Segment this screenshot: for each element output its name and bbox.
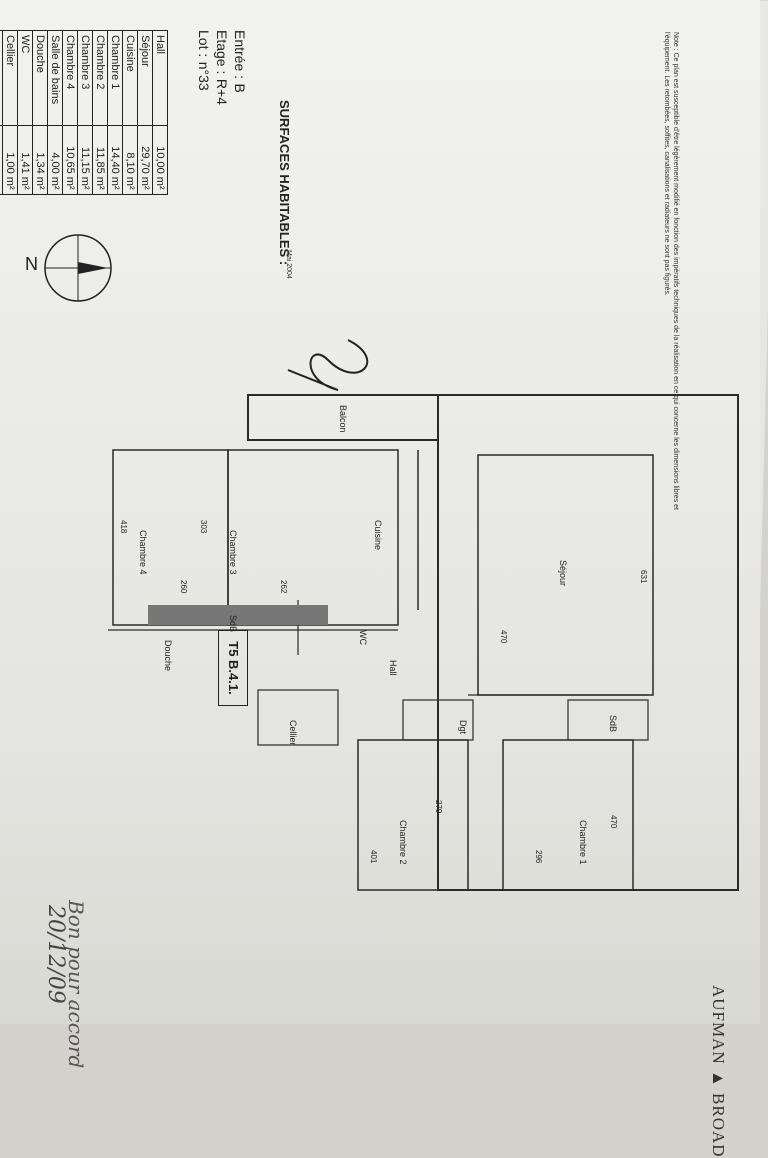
etage-label: Etage : bbox=[214, 30, 230, 75]
surface-value: 14,40 m² bbox=[107, 125, 123, 195]
room-chambre-4: Chambre 4 bbox=[138, 530, 148, 575]
surface-label: Dégagements bbox=[0, 30, 3, 126]
surface-label: Séjour bbox=[137, 30, 153, 126]
room-hall: Hall bbox=[388, 660, 398, 676]
document-date: Mai 2004 bbox=[285, 250, 292, 279]
surface-label: Cuisine bbox=[122, 30, 138, 126]
floor-plan-document: AUFMAN ▲ BROAD bbox=[0, 30, 739, 1158]
surface-value: 1,00 m² bbox=[2, 125, 18, 195]
surface-label: Chambre 1 bbox=[107, 30, 123, 126]
surface-label: Chambre 3 bbox=[77, 30, 93, 126]
entry-block: Entrée : B Etage : R+4 Lot : n°33 bbox=[194, 30, 248, 105]
etage-value: R+4 bbox=[214, 78, 230, 105]
room-chambre-3: Chambre 3 bbox=[228, 530, 238, 575]
entree-value: B bbox=[232, 83, 248, 93]
dim-ch3-w: 303 bbox=[199, 520, 208, 534]
chambre-4-outline bbox=[112, 449, 229, 626]
surface-value: 11,85 m² bbox=[92, 125, 108, 195]
chambre-2-outline bbox=[357, 739, 469, 891]
room-sejour: Séjour bbox=[558, 560, 568, 587]
room-balcon: Balcon bbox=[338, 405, 348, 433]
dim-ch3-h: 262 bbox=[279, 580, 288, 594]
surface-label: Chambre 2 bbox=[92, 30, 108, 126]
lot-value: n°33 bbox=[196, 61, 212, 91]
floor-plan-drawing bbox=[44, 234, 739, 891]
surface-label: Hall bbox=[152, 30, 168, 126]
balcony-outline bbox=[247, 394, 439, 441]
room-chambre-1: Chambre 1 bbox=[578, 820, 588, 865]
handwritten-date: 20/12/09 bbox=[43, 905, 68, 1004]
plan-code: T5 B.4.1. bbox=[218, 630, 248, 706]
surface-value: 1,41 m² bbox=[17, 125, 33, 195]
surface-label: Chambre 4 bbox=[62, 30, 78, 126]
compass-rose bbox=[44, 234, 112, 302]
room-douche: Douche bbox=[163, 640, 173, 672]
surface-value: 6,80 m² bbox=[0, 125, 3, 195]
room-dgt: Dgt bbox=[458, 720, 468, 735]
apartment-outline bbox=[437, 394, 739, 891]
dim-ch4-h: 260 bbox=[179, 580, 188, 594]
dim-ch2-w: 279 bbox=[434, 800, 443, 814]
room-wc: WC bbox=[358, 630, 368, 645]
surface-value: 4,00 m² bbox=[47, 125, 63, 195]
surface-label: Douche bbox=[32, 30, 48, 126]
surface-label: Cellier bbox=[2, 30, 18, 126]
surface-label: Salle de bains bbox=[47, 30, 63, 126]
surface-row: Dégagements6,80 m² bbox=[0, 30, 3, 195]
surface-value: 10,00 m² bbox=[152, 125, 168, 195]
signature-scribble bbox=[287, 339, 369, 391]
lot-label: Lot : bbox=[196, 30, 212, 58]
disclaimer-note: Note : Ce plan est susceptible d'être lé… bbox=[663, 32, 679, 510]
room-sdb: SdB bbox=[608, 715, 618, 733]
surface-value: 29,70 m² bbox=[137, 125, 153, 195]
dim-ch4-w: 418 bbox=[119, 520, 128, 534]
surface-value: 8,10 m² bbox=[122, 125, 138, 195]
dim-ch1-w: 470 bbox=[609, 815, 618, 829]
room-cellier: Cellier bbox=[288, 720, 298, 746]
dim-ch2-h: 401 bbox=[369, 850, 378, 864]
dim-sejour-h: 470 bbox=[499, 630, 508, 644]
wall-hatch bbox=[148, 605, 328, 625]
dim-ch1-h: 296 bbox=[534, 850, 543, 864]
north-label: N bbox=[25, 254, 38, 274]
dim-sejour-w: 631 bbox=[639, 570, 648, 584]
surface-label: WC bbox=[17, 30, 33, 126]
surface-value: 1,34 m² bbox=[32, 125, 48, 195]
room-cuisine: Cuisine bbox=[373, 520, 383, 551]
surfaces-title: SURFACES HABITABLES : bbox=[277, 100, 292, 266]
surface-value: 11,15 m² bbox=[77, 125, 93, 195]
surface-value: 10,65 m² bbox=[62, 125, 78, 195]
entree-label: Entrée : bbox=[232, 30, 248, 80]
room-chambre-2: Chambre 2 bbox=[398, 820, 408, 865]
